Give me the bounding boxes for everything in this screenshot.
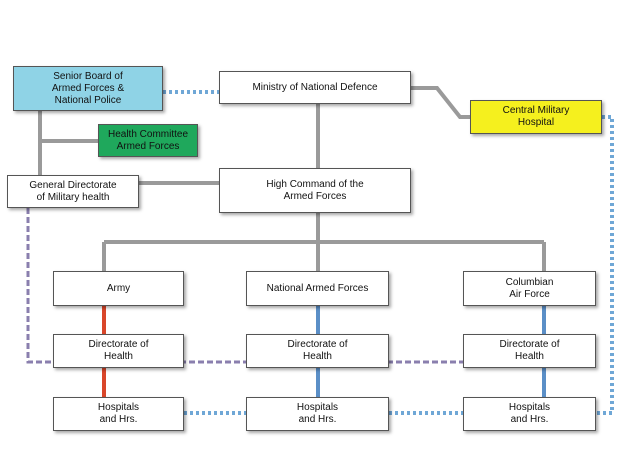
army-directorate-label: Directorate of Health: [88, 339, 149, 362]
gray-connectors: [38, 86, 546, 271]
ministry-label: Ministry of National Defence: [252, 81, 378, 93]
high-command-label: High Command of the Armed Forces: [266, 178, 364, 202]
central-hospital-label: Central Military Hospital: [502, 105, 570, 128]
national-hospitals-box: Hospitals and Hrs.: [246, 397, 389, 431]
senior-board-box: Senior Board of Armed Forces & National …: [13, 66, 163, 111]
air-directorate-box: Directorate of Health: [463, 334, 596, 368]
health-committee-box: Health Committee Armed Forces: [98, 124, 198, 157]
air-directorate-label: Directorate of Health: [499, 339, 560, 362]
army-box: Army: [53, 271, 184, 306]
general-directorate-label: General Directorate of Military health: [29, 179, 117, 203]
dashed-line-central-hospital-to-hospitals: [596, 115, 614, 415]
army-hospitals-box: Hospitals and Hrs.: [53, 397, 184, 431]
army-directorate-box: Directorate of Health: [53, 334, 184, 368]
national-directorate-label: Directorate of Health: [287, 339, 348, 362]
air-hospitals-box: Hospitals and Hrs.: [463, 397, 596, 431]
air-force-box: Columbian Air Force: [463, 271, 596, 306]
army-hospitals-label: Hospitals and Hrs.: [97, 402, 140, 425]
health-committee-label: Health Committee Armed Forces: [107, 128, 189, 152]
branch-vertical-connectors: [102, 306, 546, 397]
national-directorate-box: Directorate of Health: [246, 334, 389, 368]
national-hospitals-label: Hospitals and Hrs.: [296, 402, 339, 425]
national-forces-label: National Armed Forces: [266, 282, 369, 294]
senior-board-label: Senior Board of Armed Forces & National …: [51, 70, 125, 106]
dashed-blue-connectors: [163, 90, 614, 415]
air-hospitals-label: Hospitals and Hrs.: [508, 402, 551, 425]
line-ministry-to-central-hospital: [411, 86, 470, 119]
central-hospital-box: Central Military Hospital: [470, 100, 602, 134]
air-force-label: Columbian Air Force: [505, 276, 554, 300]
army-label: Army: [106, 282, 131, 294]
ministry-box: Ministry of National Defence: [219, 71, 411, 104]
national-forces-box: National Armed Forces: [246, 271, 389, 306]
high-command-box: High Command of the Armed Forces: [219, 168, 411, 213]
general-directorate-box: General Directorate of Military health: [7, 175, 139, 208]
